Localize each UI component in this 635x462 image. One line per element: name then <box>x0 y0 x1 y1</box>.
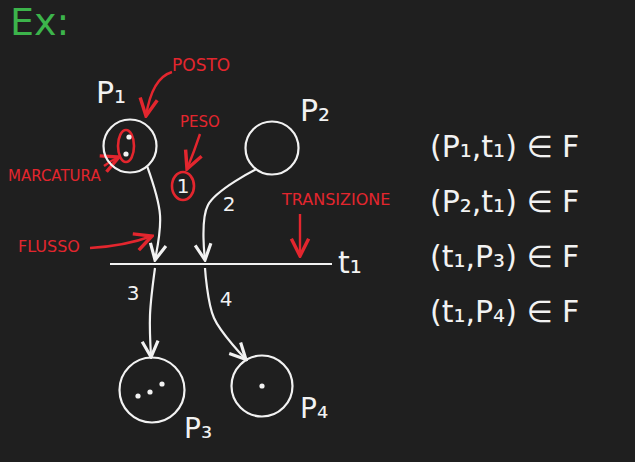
place-ring <box>232 356 293 417</box>
leader-arrow <box>299 214 301 256</box>
transition-line <box>110 263 332 265</box>
place-ring <box>120 358 185 423</box>
arc-weight: 4 <box>220 289 233 309</box>
arc-weight: 3 <box>127 283 140 303</box>
token-dot <box>123 151 128 156</box>
token-dot <box>147 389 152 394</box>
token-dot <box>259 383 264 388</box>
token-dot <box>126 134 131 139</box>
flow-arc <box>203 169 255 260</box>
place-circle: P₂ <box>244 120 300 176</box>
place-circle: P₄ <box>230 354 294 418</box>
node-outline <box>102 118 158 174</box>
place-ring <box>104 120 157 173</box>
arc-weight: 2 <box>223 194 236 214</box>
flow-arc <box>205 268 246 360</box>
node-outline <box>230 354 294 418</box>
token-dot <box>135 393 140 398</box>
weight-ring <box>172 172 194 200</box>
leader-arrow <box>146 72 172 116</box>
flow-arc <box>150 268 155 357</box>
token-dot <box>159 381 164 386</box>
place-ring <box>246 122 299 175</box>
node-outline <box>244 120 300 176</box>
node-outline <box>110 260 332 268</box>
leader-arrow <box>90 236 152 248</box>
node-outline <box>118 356 186 424</box>
place-circle: P₁ <box>102 118 158 174</box>
arc-weight: 1 <box>177 176 190 196</box>
place-circle: P₃ <box>118 356 186 424</box>
marking-ring <box>118 130 134 162</box>
leader-arrow <box>187 134 200 169</box>
flow-arc <box>147 167 160 260</box>
transition-bar: t₁ <box>110 260 332 268</box>
